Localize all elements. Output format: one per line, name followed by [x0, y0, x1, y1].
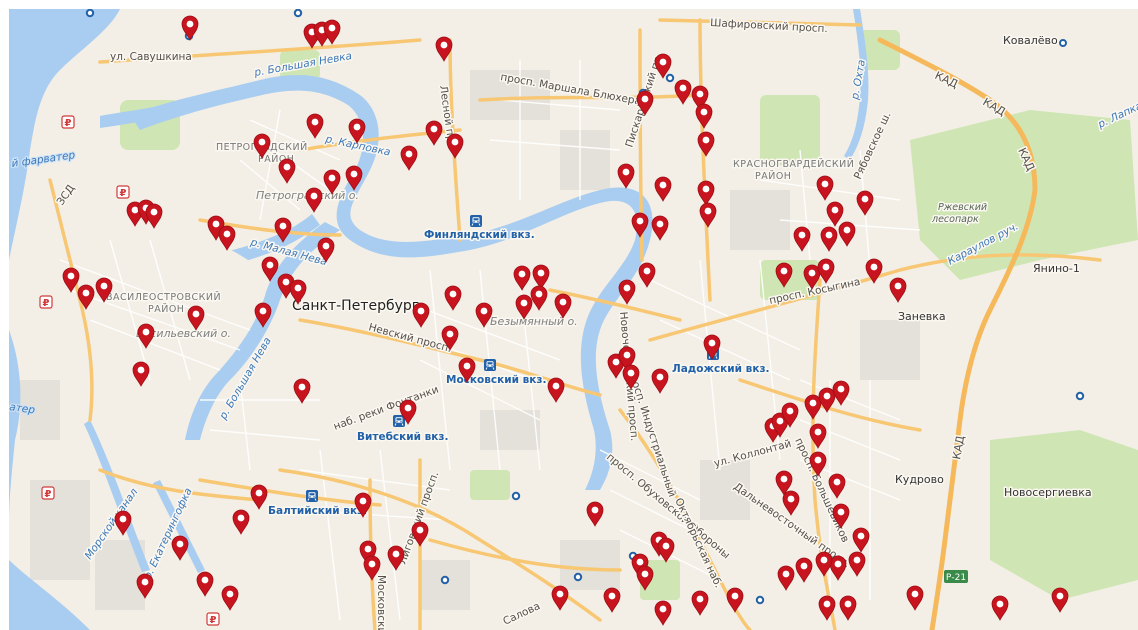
kad-label-4: КАД [950, 434, 967, 460]
kovalevo-label: Ковалёво [1003, 34, 1058, 47]
town-labels: Санкт-Петербург Ковалёво Янино-1 Заневка… [291, 33, 1094, 501]
r21-shield [944, 570, 968, 583]
metro-icon[interactable] [1075, 391, 1085, 401]
ruble-icon[interactable] [41, 486, 55, 501]
ruble-icon[interactable] [39, 295, 53, 310]
r21-label: Р-21 [946, 573, 966, 583]
zanevka-label: Заневка [898, 310, 946, 323]
ruble-icon[interactable] [116, 185, 130, 200]
metro-icon[interactable] [85, 9, 95, 18]
ring-road [877, 37, 1038, 630]
baltiysky-label: Балтийский вкз. [268, 505, 367, 517]
moskovsky-pr-label: Московский пр. [375, 575, 387, 630]
moskovsky-station-icon[interactable] [483, 358, 497, 372]
vitebsky-label: Витебский вкз. [357, 431, 448, 443]
park-areas [120, 30, 1138, 600]
metro-icon[interactable] [440, 575, 450, 585]
kovalevo-dot [1059, 39, 1067, 47]
ruble-icon[interactable] [61, 115, 75, 130]
industrial-areas [20, 70, 920, 610]
metro-icon[interactable] [511, 491, 521, 501]
savushkina-label: ул. Савушкина [110, 51, 192, 63]
metro-icon[interactable] [293, 9, 303, 18]
vasilyevsky-island-label: Васильевский о. [136, 327, 231, 340]
metro-icon[interactable] [573, 572, 583, 582]
vasilyevsky-island [38, 219, 260, 387]
baltiysky-station-icon[interactable] [305, 489, 319, 503]
finlyandsky-station-icon[interactable] [469, 214, 483, 228]
moskovsky-label: Московский вкз. [446, 374, 546, 386]
kudrovo-label: Кудрово [895, 473, 944, 486]
ruble-icon[interactable] [206, 612, 220, 627]
finlyandsky-label: Финляндский вкз. [424, 229, 535, 241]
fairway2-label: атер [9, 401, 36, 417]
map-canvas[interactable]: ₽ [9, 9, 1138, 630]
metro-icon[interactable] [665, 73, 675, 83]
bolsheokhtinsky-label: Безымянный о. [490, 315, 578, 328]
city-label: Санкт-Петербург [292, 298, 419, 314]
ladozhsky-label: Ладожский вкз. [672, 363, 770, 375]
novosergievka-label: Новосергиевка [1004, 486, 1092, 499]
metro-icon[interactable] [755, 595, 765, 605]
map-view[interactable]: ₽ [9, 9, 1138, 630]
water-bodies [9, 9, 869, 630]
yanino-label: Янино-1 [1033, 262, 1080, 275]
